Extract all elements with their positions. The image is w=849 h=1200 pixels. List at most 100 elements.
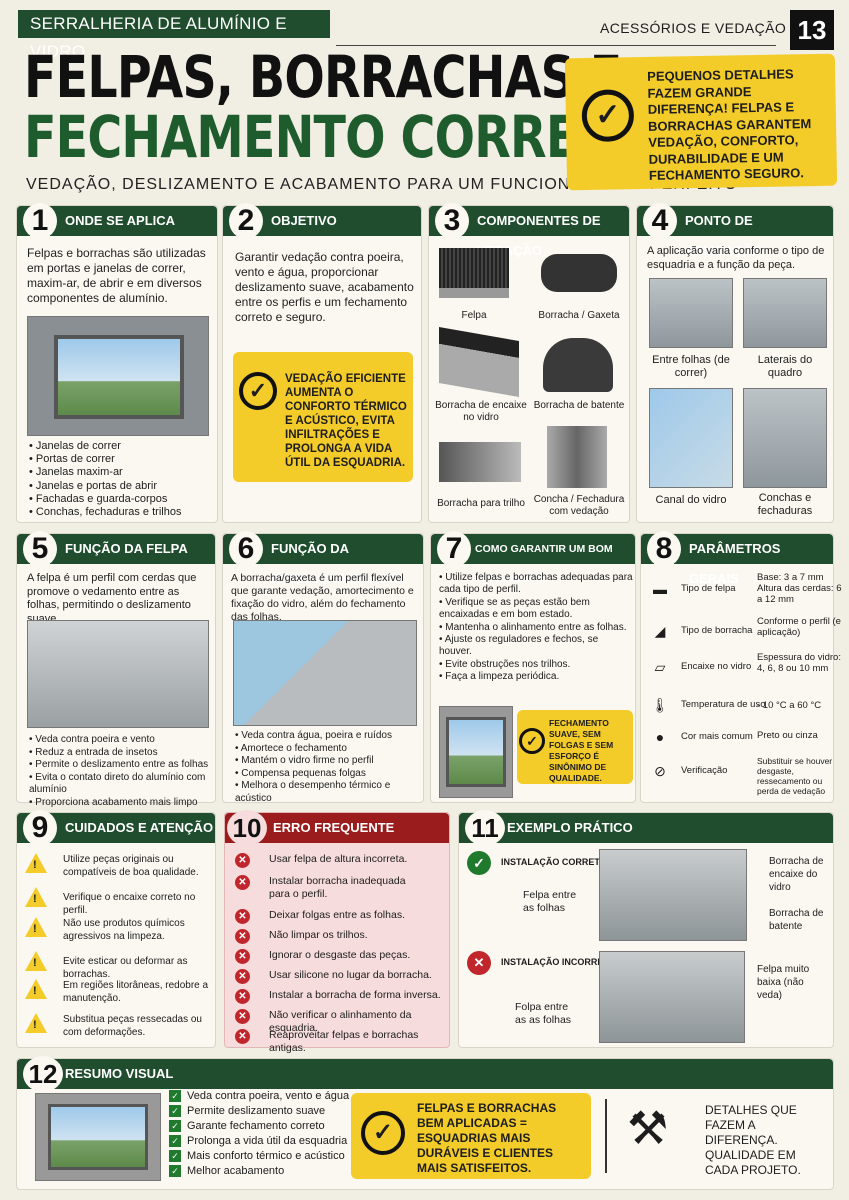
list-item: Evita o contato direto do alumínio com a… <box>29 772 215 797</box>
check-icon: ✓ <box>169 1150 181 1163</box>
warning-text: Evite esticar ou deformar as borrachas. <box>63 956 188 980</box>
glass-icon: ▱ <box>654 659 666 675</box>
warning-icon <box>25 979 47 999</box>
resumo-callout-text: Felpas e borrachas bem aplicadas = esqua… <box>417 1101 557 1175</box>
error-text: Reaproveitar felpas e borrachas antigas. <box>269 1029 419 1054</box>
correct-installation-image <box>599 849 747 941</box>
x-icon: ✕ <box>235 989 250 1004</box>
x-icon: ✕ <box>235 949 250 964</box>
section-number: 7 <box>437 531 471 567</box>
section-cuidados: Cuidados e atenção 9 !Utilize peças orig… <box>16 810 216 1048</box>
component-label: Felpa <box>461 310 487 321</box>
error-text: Usar felpa de altura incorreta. <box>269 853 408 865</box>
borracha-function-list: Veda contra água, poeira e ruídos Amorte… <box>235 730 423 805</box>
section-number: 11 <box>465 810 505 846</box>
error-text: Não limpar os trilhos. <box>269 929 368 941</box>
warning-icon <box>25 917 47 937</box>
section-number: 3 <box>435 203 469 239</box>
conchas-image <box>743 388 827 488</box>
section-text: A borracha/gaxeta é um perfil flexível q… <box>231 572 414 623</box>
param-label: Encaixe no vidro <box>681 661 752 672</box>
param-row: 🌡Temperatura de uso- 10 °C a 60 °C <box>647 688 843 724</box>
fechamento-list: Utilize felpas e borrachas adequadas par… <box>439 572 633 684</box>
window-image <box>54 335 184 419</box>
page-title-line1: FELPAS, BORRACHAS E <box>24 43 622 111</box>
objetivo-callout-text: Vedação eficiente aumenta o conforto tér… <box>285 373 407 469</box>
header-divider <box>336 45 776 46</box>
window-glass <box>48 1104 148 1170</box>
window-photo <box>27 316 209 436</box>
list-item: Janelas de correr <box>29 440 181 453</box>
error-text: Instalar borracha inadequada para o perf… <box>269 875 406 900</box>
section-number: 8 <box>647 531 681 567</box>
x-icon: ✕ <box>235 875 250 890</box>
list-item: Conchas, fechaduras e trilhos <box>29 506 182 519</box>
warning-mark: ! <box>33 859 37 871</box>
section-bom-fechamento: Como garantir um bom fechamento 7 Utiliz… <box>430 531 636 803</box>
warning-icon <box>25 951 47 971</box>
list-item: Portas de correr <box>29 453 181 466</box>
check-icon: ✓ <box>239 372 277 410</box>
tools-icon: ⚒ <box>627 1102 669 1154</box>
section-number: 12 <box>23 1056 63 1092</box>
section-number: 1 <box>23 203 57 239</box>
list-item: Utilize felpas e borrachas adequadas par… <box>439 572 633 597</box>
param-label: Tipo de felpa <box>681 583 736 594</box>
param-value: Preto ou cinza <box>757 730 818 741</box>
fechamento-callout-text: Fechamento suave, sem folgas e sem esfor… <box>549 718 614 783</box>
component-label: Concha / Fechadura com vedação <box>533 494 625 517</box>
warning-text: Substitua peças ressecadas ou com deform… <box>63 1014 202 1038</box>
section-objetivo: Objetivo 2 Garantir vedação contra poeir… <box>222 203 422 523</box>
section-number: 4 <box>643 203 677 239</box>
concha-image <box>547 426 607 488</box>
section-text: Garantir vedação contra poeira, vento e … <box>235 250 414 324</box>
list-item: ✓Garante fechamento correto <box>169 1119 349 1134</box>
list-item: Veda contra água, poeira e ruídos <box>235 730 423 743</box>
param-label: Temperatura de uso <box>681 699 766 710</box>
list-item: ✓Veda contra poeira, vento e água <box>169 1089 349 1104</box>
section-number: 10 <box>227 810 267 846</box>
list-item: Mantenha o alinhamento entre as folhas. <box>439 622 633 634</box>
warning-icon <box>25 853 47 873</box>
x-icon: ✕ <box>235 1009 250 1024</box>
x-icon: ✕ <box>235 909 250 924</box>
resumo-window-image <box>35 1093 161 1181</box>
section-text: A aplicação varia conforme o tipo de esq… <box>647 245 825 271</box>
warning-mark: ! <box>33 1019 37 1031</box>
incorrect-icon: ✕ <box>467 951 491 975</box>
borracha-icon: ◢ <box>654 623 666 639</box>
component-label: Borracha / Gaxeta <box>538 310 620 321</box>
section-componentes: Componentes de vedação 3 Felpa Borracha … <box>428 203 630 523</box>
label-borracha-encaixe: Borracha de encaixe do vidro <box>769 856 824 893</box>
entre-folhas-image <box>649 278 733 348</box>
section-funcao-borracha: Função da borracha/gaxeta 6 A borracha/g… <box>222 531 424 805</box>
warning-mark: ! <box>33 923 37 935</box>
laterais-image <box>743 278 827 348</box>
felpa-icon: ▬ <box>653 581 667 597</box>
page-number: 13 <box>790 10 834 50</box>
label-felpa-baixa: Felpa muito baixa (não veda) <box>757 964 810 1001</box>
x-icon: ✕ <box>235 1029 250 1044</box>
component-label: Borracha de batente <box>533 400 625 411</box>
list-item: Janelas e portas de abrir <box>29 480 181 493</box>
x-icon: ✕ <box>235 929 250 944</box>
component-label: Borracha de encaixe no vidro <box>435 400 527 423</box>
param-label: Tipo de borracha <box>681 625 753 636</box>
felpa-function-list: Veda contra poeira e vento Reduz a entra… <box>29 734 215 809</box>
list-item: Verifique se as peças estão bem encaixad… <box>439 597 633 622</box>
encaixe-image <box>439 326 519 398</box>
section-parametros: Parâmetros gerais 8 ▬Tipo de felpaBase: … <box>640 531 842 803</box>
list-item: Fachadas e guarda-corpos <box>29 493 181 506</box>
section-number: 5 <box>23 531 57 567</box>
list-item: Evite obstruções nos trilhos. <box>439 659 633 671</box>
param-label: Verificação <box>681 765 728 776</box>
section-number: 2 <box>229 203 263 239</box>
thermometer-icon: 🌡 <box>651 697 669 713</box>
param-value: Substituir se houver desgaste, ressecame… <box>757 756 833 796</box>
section-onde-se-aplica: Onde se aplica 1 Felpas e borrachas são … <box>16 203 218 523</box>
section-number: 9 <box>23 810 57 846</box>
